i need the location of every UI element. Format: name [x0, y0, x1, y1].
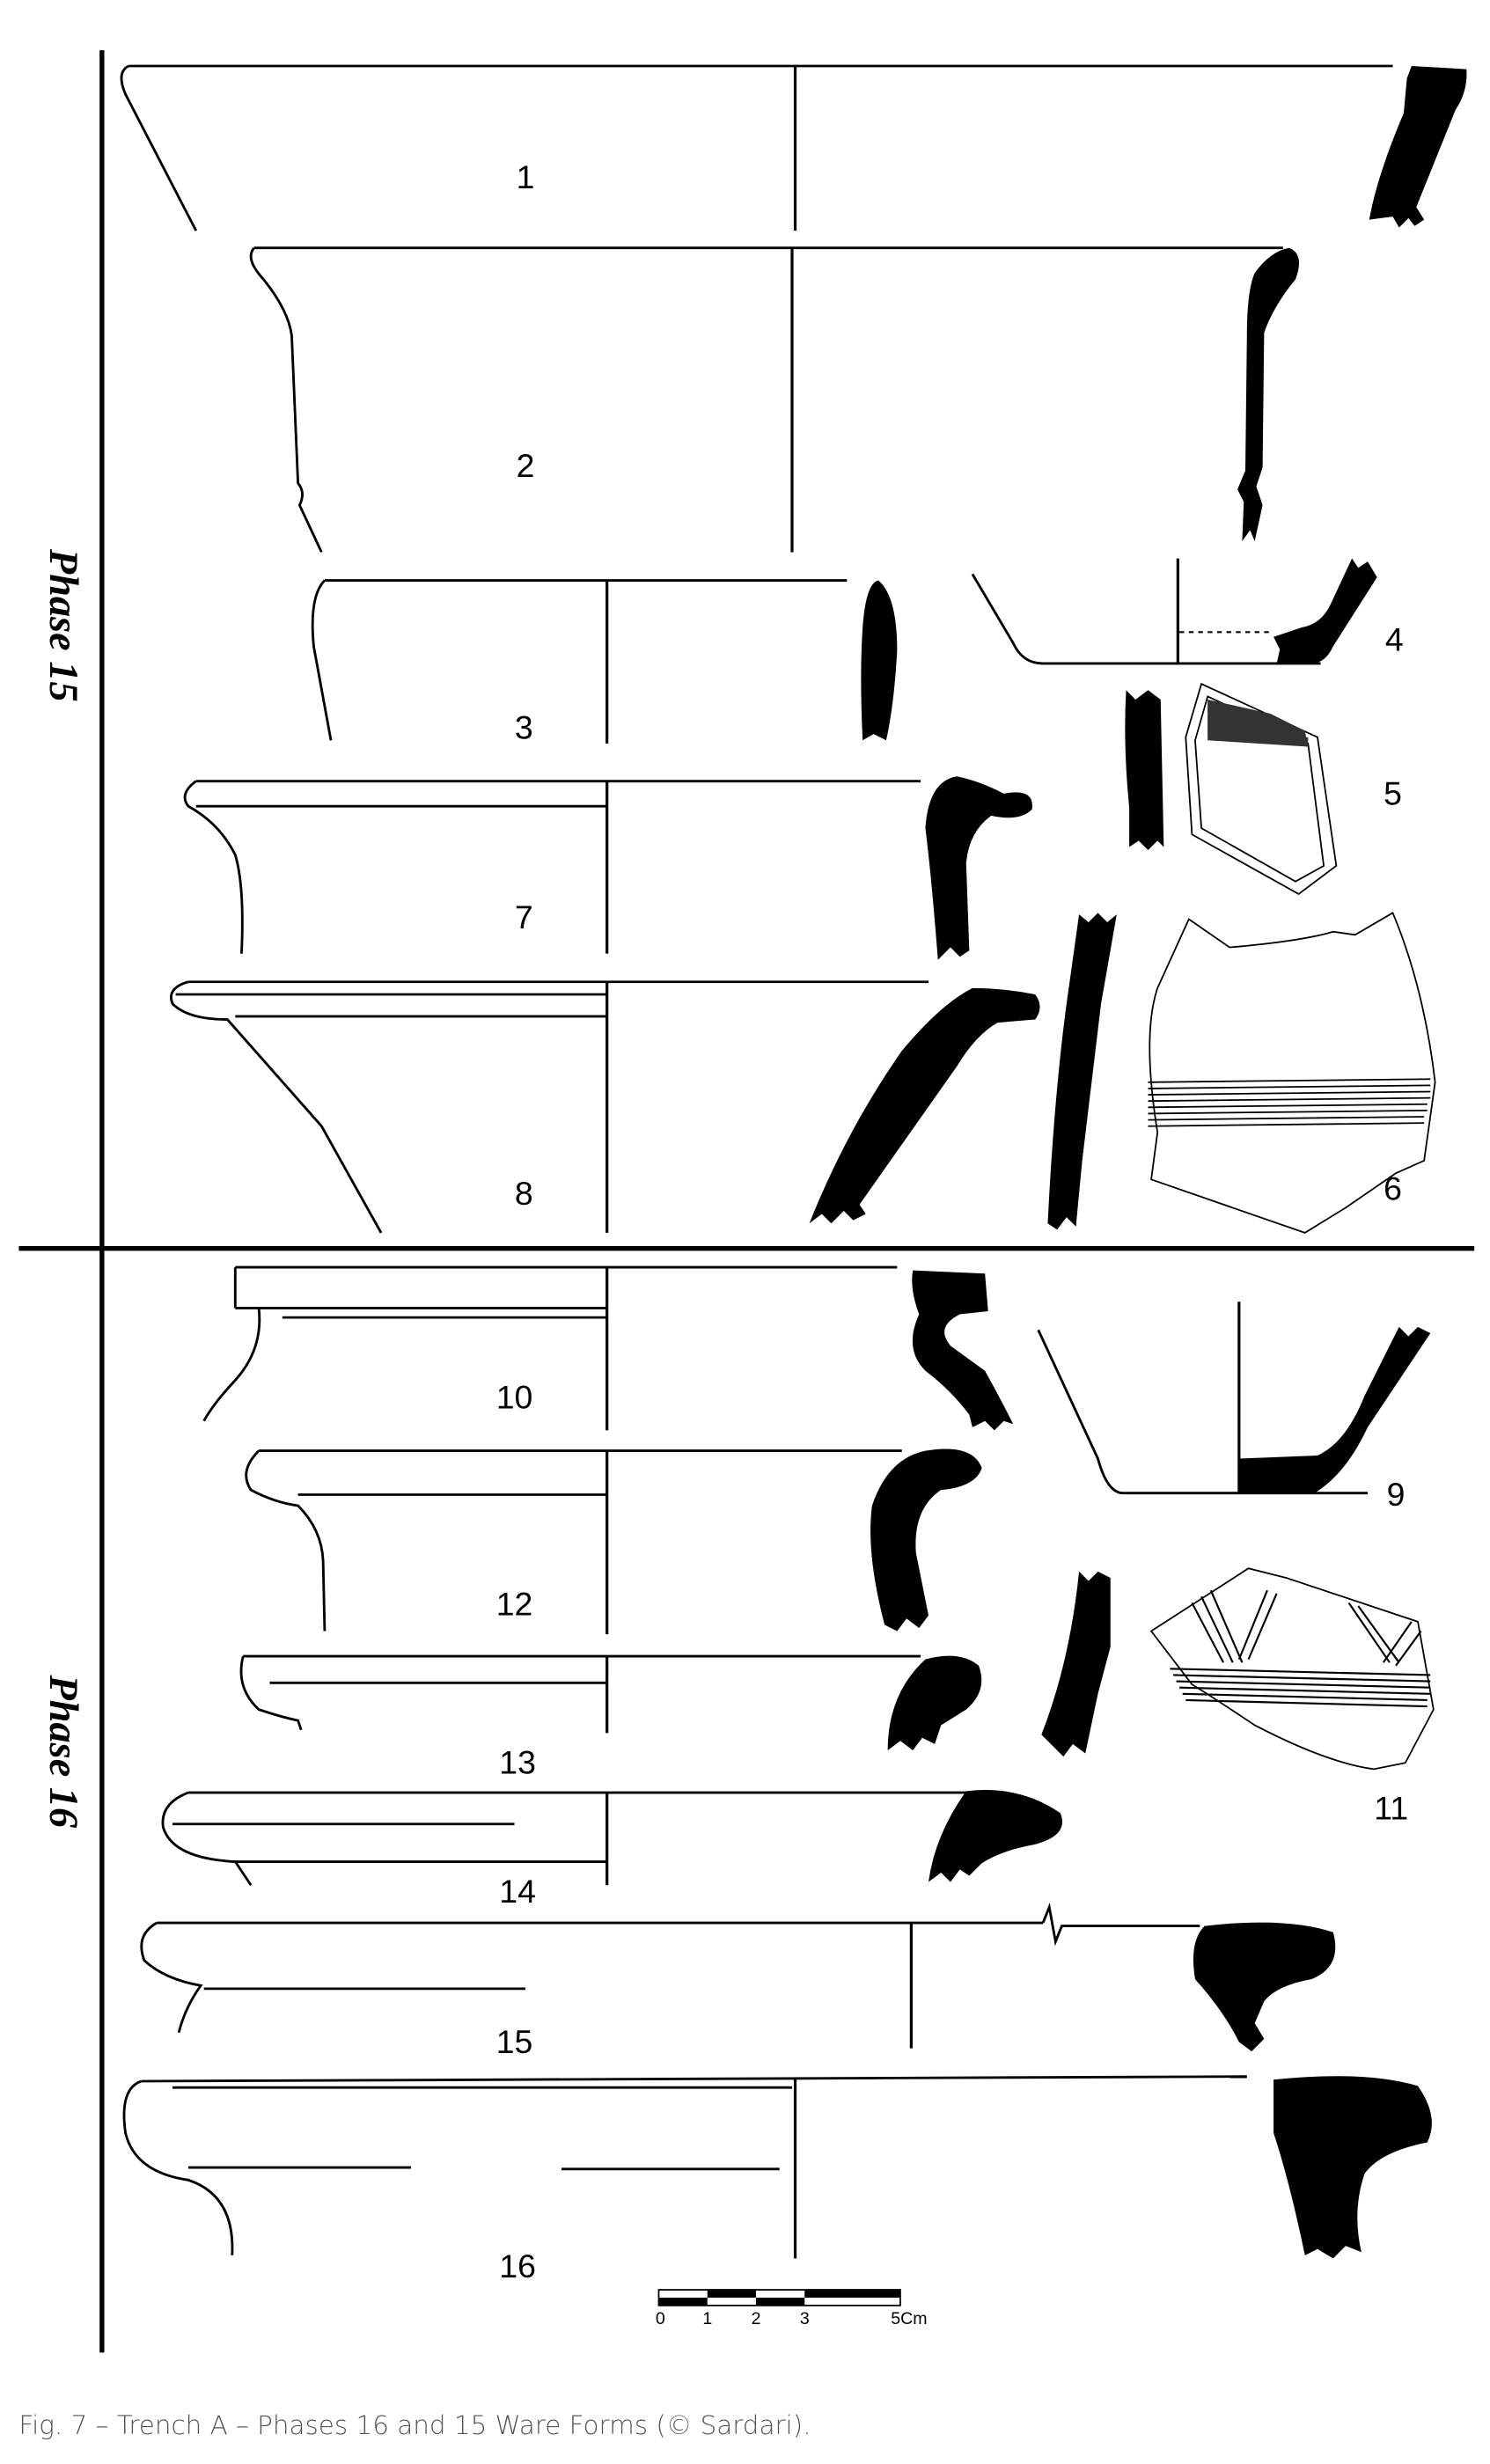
vessel-2: [249, 246, 1300, 554]
label-14: 14: [499, 1873, 536, 1910]
phase-16-label: Phase 16: [40, 1674, 85, 1829]
vessel-11: [1149, 1567, 1435, 1771]
vessel-7: [183, 776, 1032, 960]
vessel-13: [239, 1571, 1111, 1757]
label-7: 7: [515, 898, 533, 935]
figure-caption: Fig. 7 – Trench A – Phases 16 and 15 War…: [18, 2410, 811, 2440]
label-5: 5: [1384, 774, 1402, 811]
vessel-8: [170, 913, 1117, 1234]
vessel-6: [1148, 912, 1436, 1234]
vessel-9: [1037, 1302, 1431, 1495]
scale-tick-0: 0: [656, 2309, 665, 2328]
vessel-5: [1125, 682, 1338, 896]
vessel-number-labels: 1 2 3 4 5 6 7 8 9 10 11 12 13 14 15 16: [496, 158, 1408, 2284]
scale-tick-3: 3: [800, 2309, 810, 2328]
label-1: 1: [517, 158, 535, 195]
label-4: 4: [1385, 621, 1404, 658]
vessel-10: [202, 1265, 1014, 1431]
label-2: 2: [517, 447, 535, 484]
vessel-14: [161, 1790, 1062, 1887]
label-11: 11: [1374, 1789, 1408, 1826]
label-15: 15: [496, 2023, 533, 2060]
vessel-3: [311, 579, 898, 744]
vessel-1: [120, 64, 1467, 231]
scale-tick-1: 1: [702, 2309, 712, 2328]
scale-tick-5cm: 5Cm: [891, 2309, 927, 2328]
vessel-16: [122, 2075, 1432, 2259]
vessel-4: [971, 558, 1377, 665]
label-13: 13: [499, 1744, 536, 1781]
label-16: 16: [499, 2248, 536, 2284]
label-12: 12: [496, 1586, 533, 1623]
label-6: 6: [1384, 1170, 1402, 1206]
vessel-15: [140, 1903, 1336, 2052]
label-8: 8: [515, 1175, 533, 1212]
scale-tick-2: 2: [752, 2309, 761, 2328]
label-9: 9: [1387, 1476, 1406, 1513]
scale-bar: 0 1 2 3 5Cm: [656, 2289, 928, 2328]
label-3: 3: [515, 709, 533, 746]
phase-15-label: Phase 15: [40, 548, 85, 702]
vessel-12: [245, 1448, 982, 1635]
label-10: 10: [496, 1378, 533, 1415]
